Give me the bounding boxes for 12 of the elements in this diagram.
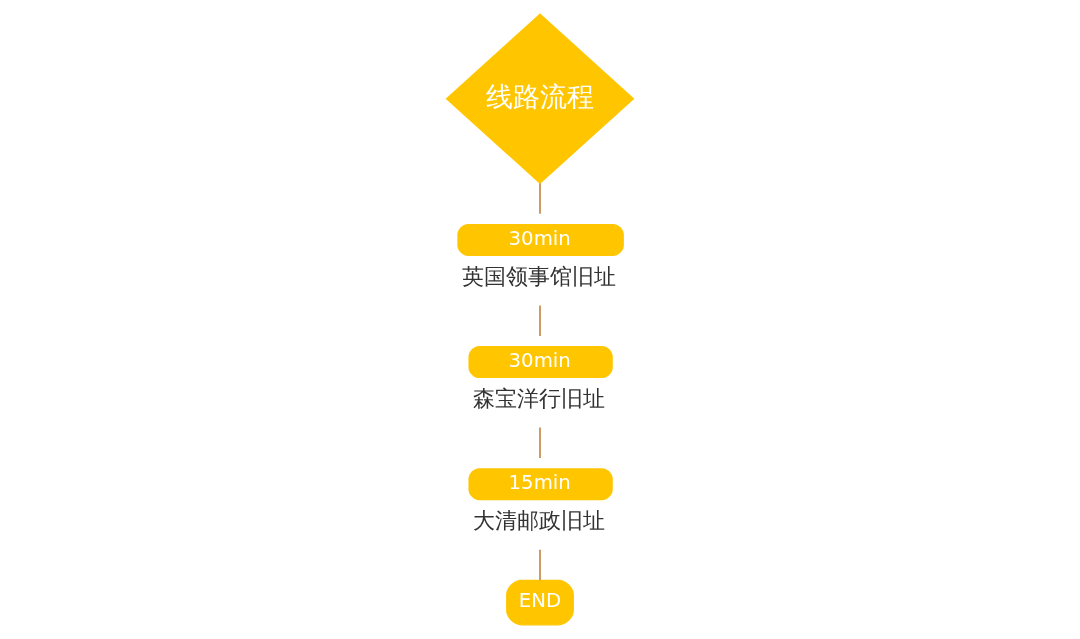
connector [539, 182, 541, 215]
node-diamond: 线路流程 [445, 13, 635, 184]
connector [539, 426, 541, 459]
connector [539, 548, 541, 582]
node-box: 30min [457, 223, 624, 256]
node-label: 英国领事馆旧址 [462, 262, 617, 289]
node-box: 15min [468, 468, 613, 501]
node-box: END [506, 579, 574, 626]
node-box: 30min [468, 346, 613, 379]
connector [539, 304, 541, 337]
node-label: 森宝洋行旧址 [473, 384, 606, 411]
node-label: 大清邮政旧址 [473, 506, 606, 533]
